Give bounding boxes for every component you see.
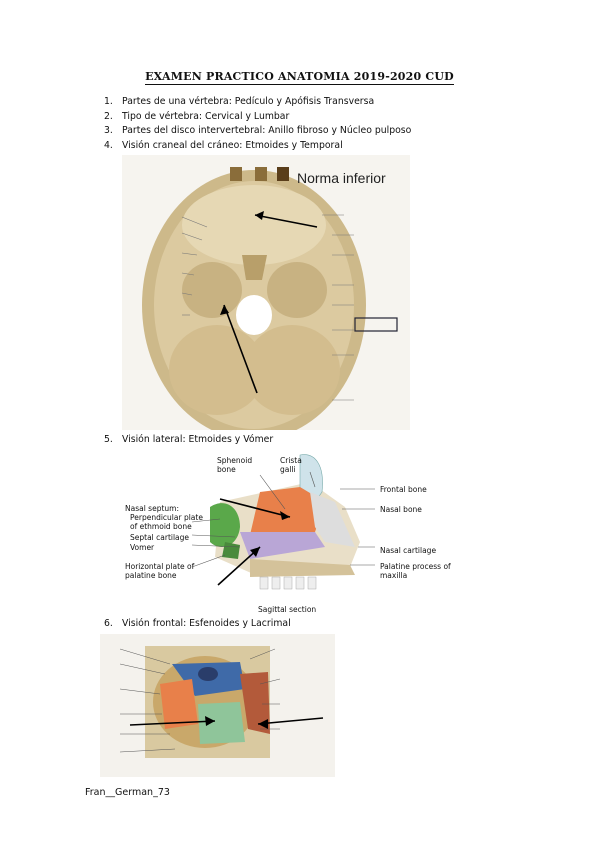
label-horizontal: Horizontal plate of palatine bone [125, 562, 195, 580]
footer: Fran__German_73 [85, 787, 170, 798]
label-septal: Septal cartilage [130, 533, 190, 542]
label-sagittal: Sagittal section [258, 605, 317, 614]
label-vomer: Vomer [130, 543, 155, 552]
page-title: EXAMEN PRACTICO ANATOMIA 2019-2020 CUD [145, 70, 454, 85]
list-item: 3.Partes del disco intervertebral: Anill… [104, 125, 412, 136]
orbit-figure [100, 634, 335, 777]
list-item: 1.Partes de una vértebra: Pedículo y Apó… [104, 96, 375, 107]
figure-heading: Norma inferior [297, 170, 386, 186]
label-palatine: Palatine process of maxilla [380, 562, 451, 580]
label-crista: Crista galli [280, 456, 302, 474]
label-perpendicular: Perpendicular plate of ethmoid bone [130, 513, 203, 531]
label-nasal: Nasal bone [380, 505, 422, 514]
nasal-septum-figure [191, 454, 375, 590]
label-sphenoid: Sphenoid bone [217, 456, 253, 474]
list-item: 5.Visión lateral: Etmoides y Vómer [104, 434, 274, 445]
skull-base-figure: Norma inferior [122, 155, 410, 430]
label-septum: Nasal septum: [125, 504, 179, 513]
label-frontal: Frontal bone [380, 485, 427, 494]
list-item: 6.Visión frontal: Esfenoides y Lacrimal [104, 618, 291, 629]
label-nasal-cartilage: Nasal cartilage [380, 546, 437, 555]
list-item: 4.Visión craneal del cráneo: Etmoides y … [104, 140, 343, 151]
list-item: 2.Tipo de vértebra: Cervical y Lumbar [104, 111, 290, 122]
